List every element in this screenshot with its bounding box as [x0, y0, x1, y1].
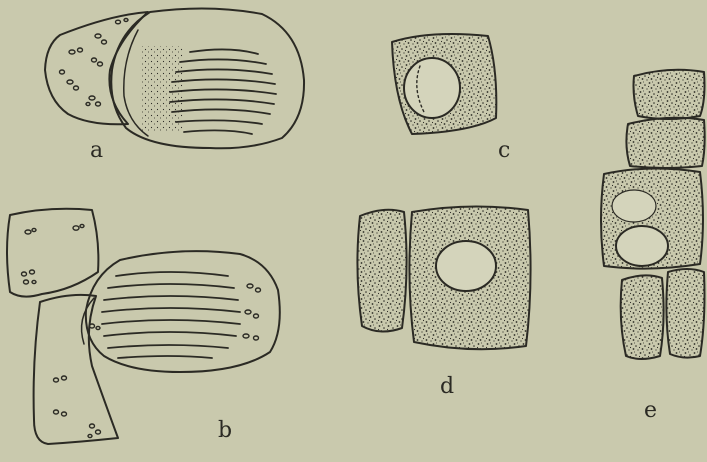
panel-e-nucleus-upper	[612, 190, 656, 222]
label-e: e	[644, 398, 657, 423]
panel-b-lamellae	[102, 272, 240, 358]
panel-e-nucleus-lower	[616, 226, 668, 266]
label-d: d	[440, 374, 454, 399]
panel-c-nucleus	[404, 58, 460, 118]
panel-b-lower-left-granules	[54, 376, 101, 438]
panel-e-cells	[601, 70, 705, 359]
label-c: c	[498, 138, 510, 163]
label-a: a	[90, 138, 103, 163]
panel-d-nucleus	[436, 241, 496, 291]
panel-b-cells	[7, 209, 280, 444]
panel-b-lower-left-cell	[34, 295, 118, 444]
panel-a-lamellae	[170, 49, 276, 134]
panel-a-cells	[45, 8, 304, 148]
panel-d-left-cell	[357, 210, 406, 332]
panel-c-cell	[392, 34, 496, 134]
panel-d-cells	[357, 206, 530, 349]
panel-a-small-cell	[45, 12, 148, 124]
panel-b-upper-left-cell	[7, 209, 98, 297]
label-b: b	[218, 418, 232, 443]
panel-b-upper-left-granules	[22, 224, 85, 284]
